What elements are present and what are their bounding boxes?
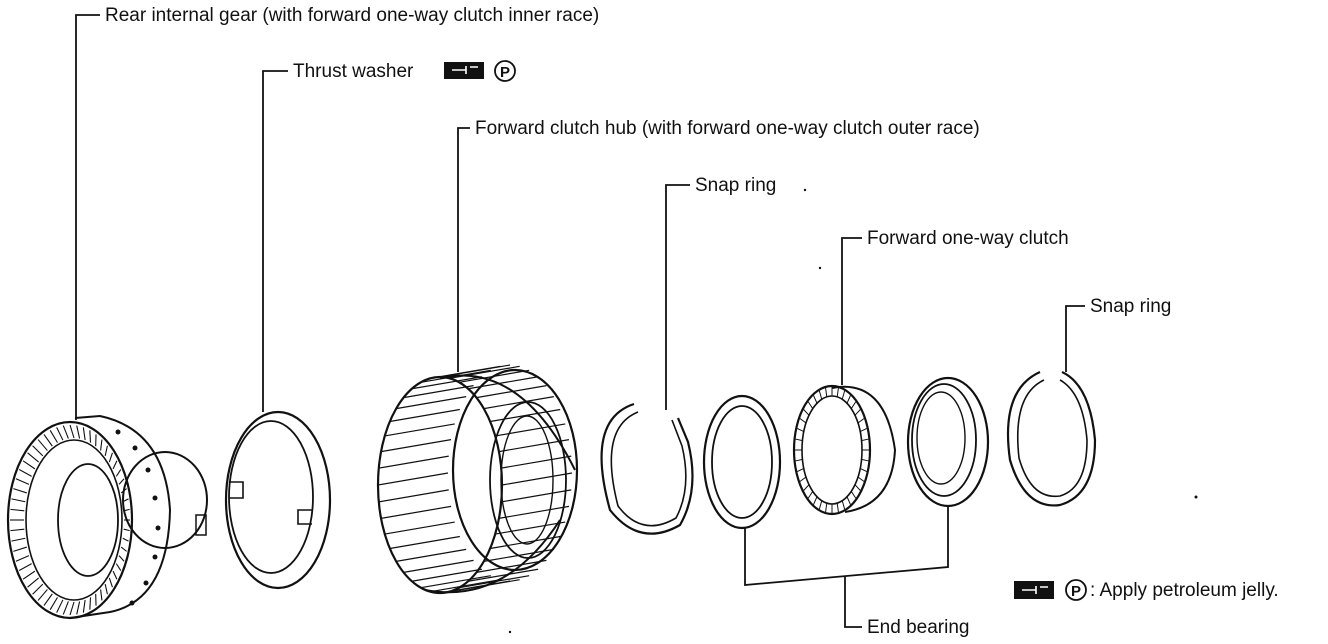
legend: P : Apply petroleum jelly. xyxy=(1014,579,1279,601)
svg-text:P: P xyxy=(500,64,510,81)
leader-rear-internal-gear xyxy=(75,14,100,420)
petroleum-jelly-p-icon: P xyxy=(494,60,516,82)
label-rear-internal-gear: Rear internal gear (with forward one-way… xyxy=(105,5,599,26)
grease-gun-icon xyxy=(444,62,484,79)
rear-internal-gear xyxy=(6,414,208,620)
leader-end-bearing xyxy=(744,505,949,628)
legend-grease-gun-icon xyxy=(1014,581,1054,599)
svg-text:P: P xyxy=(1071,583,1081,600)
leader-snap-ring-1 xyxy=(665,184,690,410)
forward-clutch-hub xyxy=(376,364,579,595)
end-bearing-2 xyxy=(906,376,990,508)
label-forward-one-way-clutch: Forward one-way clutch xyxy=(867,228,1069,249)
thrust-washer xyxy=(224,410,332,590)
legend-p-icon: P xyxy=(1065,579,1087,601)
leader-snap-ring-2 xyxy=(1065,305,1085,372)
label-snap-ring-2: Snap ring xyxy=(1090,296,1171,317)
end-bearing-1 xyxy=(702,394,782,530)
label-snap-ring-1: Snap ring xyxy=(695,175,776,196)
gear-holes xyxy=(115,429,161,606)
snap-ring-1 xyxy=(600,402,694,535)
scan-dots xyxy=(508,188,1198,634)
forward-one-way-clutch xyxy=(792,384,897,516)
label-end-bearing: End bearing xyxy=(867,617,969,638)
leader-forward-one-way-clutch xyxy=(841,237,862,385)
leader-thrust-washer xyxy=(262,70,288,412)
leader-forward-clutch-hub xyxy=(457,127,470,372)
snap-ring-2 xyxy=(1006,370,1097,507)
label-thrust-washer: Thrust washer xyxy=(293,61,414,82)
legend-text: : Apply petroleum jelly. xyxy=(1090,580,1279,601)
label-forward-clutch-hub: Forward clutch hub (with forward one-way… xyxy=(475,118,980,139)
